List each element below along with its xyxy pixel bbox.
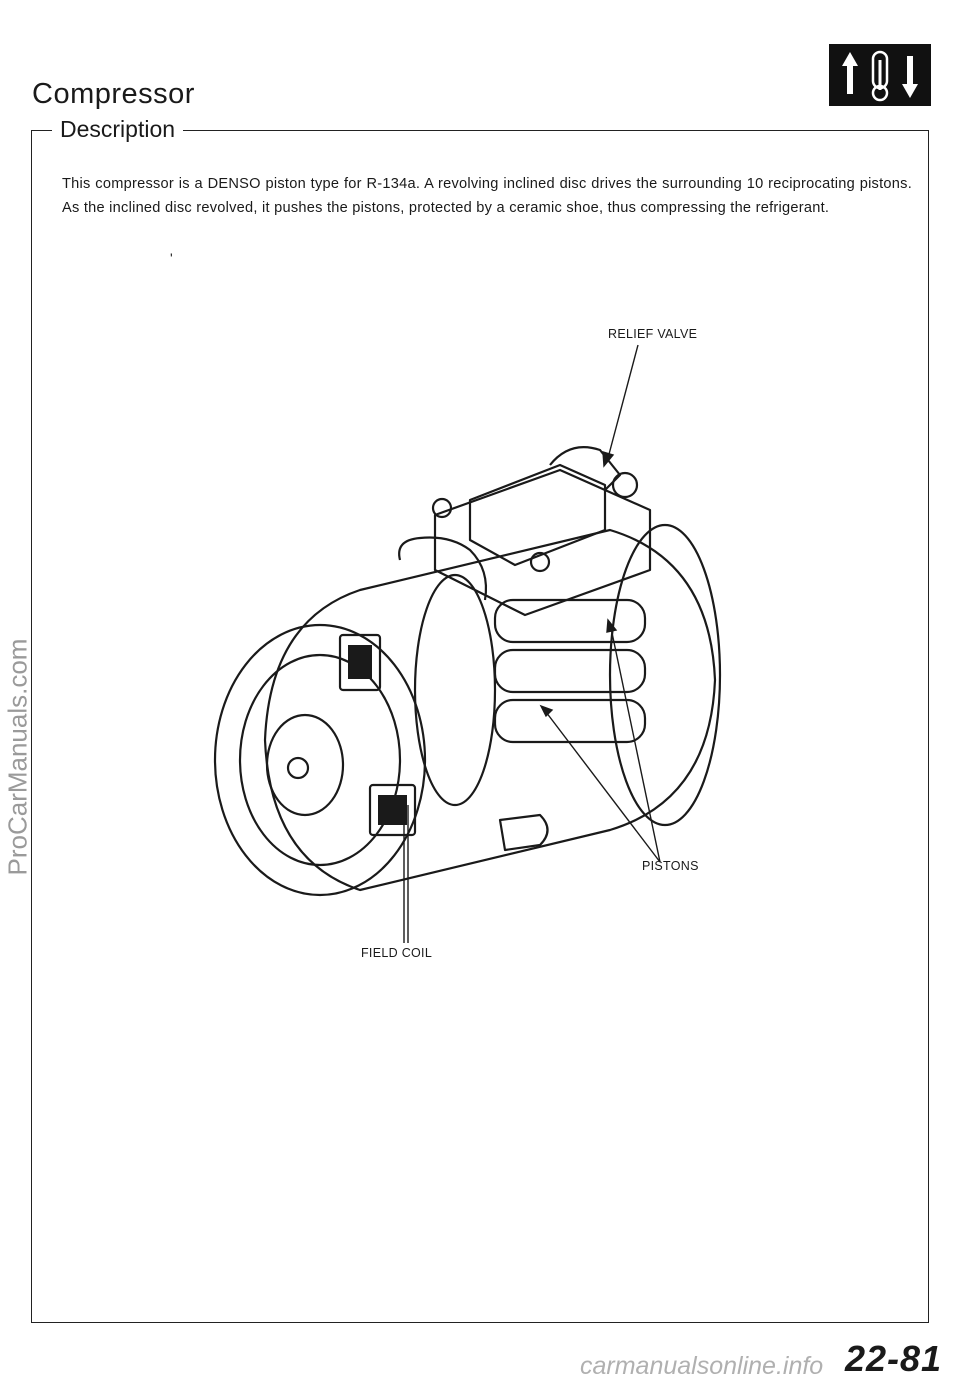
callout-field-coil: FIELD COIL (361, 946, 433, 960)
description-paragraph: This compressor is a DENSO piston type f… (62, 176, 912, 216)
compressor-illustration (213, 446, 722, 897)
page-number: 22-81 (845, 1338, 943, 1379)
description-section-box (31, 130, 929, 1323)
page-title: Compressor (32, 78, 195, 110)
callout-pistons: PISTONS (642, 859, 699, 873)
bottom-watermark: carmanualsonline.info (580, 1352, 824, 1380)
section-label: Description (52, 116, 184, 143)
stray-mark: ' (170, 250, 173, 266)
temperature-up-down-icon (829, 44, 931, 106)
callout-relief-valve: RELIEF VALVE (608, 327, 698, 341)
side-watermark: ProCarManuals.com (2, 638, 33, 876)
header-temperature-icon (829, 44, 931, 111)
